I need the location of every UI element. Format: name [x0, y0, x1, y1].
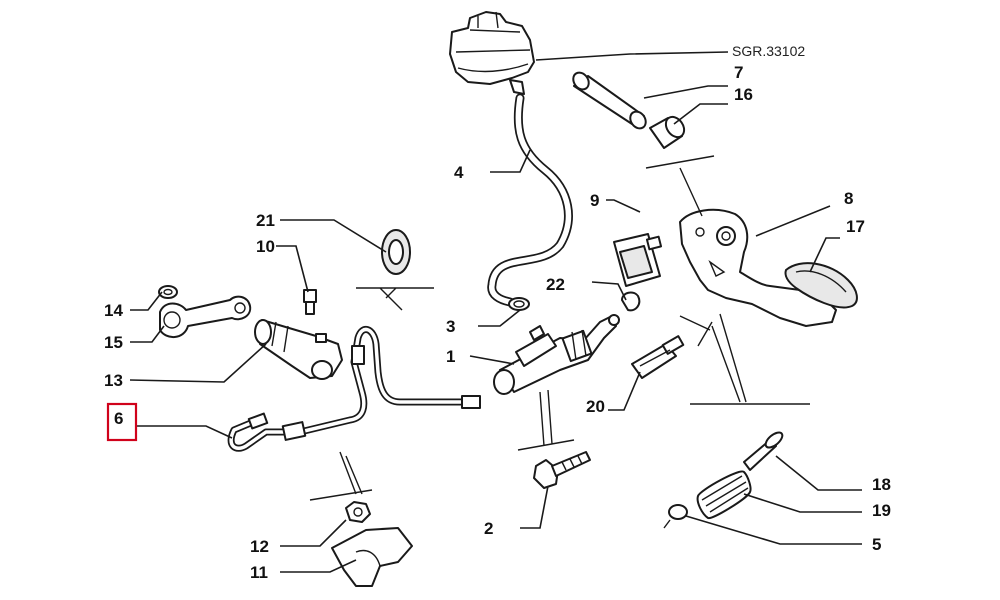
clutch-slave-cylinder [254, 319, 343, 380]
spring-seat [663, 504, 688, 529]
callout-18: 18 [872, 475, 891, 494]
leader-lines [129, 51, 862, 573]
callout-21: 21 [256, 211, 275, 230]
hose-clamp [508, 297, 530, 311]
pipe-clip [331, 527, 413, 587]
reservoir-hose [487, 93, 573, 307]
callout-14: 14 [104, 301, 123, 320]
callout-6: 6 [114, 409, 123, 428]
callout-1: 1 [446, 347, 455, 366]
callout-10: 10 [256, 237, 275, 256]
callout-11: 11 [250, 563, 268, 582]
callout-13: 13 [104, 371, 123, 390]
callout-20: 20 [586, 397, 605, 416]
callout-2: 2 [484, 519, 493, 538]
mounting-bolt [533, 451, 591, 489]
rubber-sleeve [572, 71, 647, 130]
callout-16: 16 [734, 85, 753, 104]
hydraulic-pipe [227, 326, 481, 452]
hex-nut [345, 501, 371, 523]
pedal-pad [784, 262, 858, 309]
callout-8: 8 [844, 189, 853, 208]
callout-4: 4 [454, 163, 464, 182]
callout-7: 7 [734, 63, 743, 82]
callout-22: 22 [546, 275, 565, 294]
fluid-reservoir [449, 11, 535, 95]
bolt [303, 289, 317, 315]
pedal-switch-bracket [613, 233, 663, 287]
clutch-master-cylinder [493, 314, 620, 395]
rubber-grommet [381, 229, 411, 275]
washer [158, 285, 178, 299]
callout-19: 19 [872, 501, 891, 520]
callout-12: 12 [250, 537, 269, 556]
callout-17: 17 [846, 217, 865, 236]
return-spring [696, 470, 752, 520]
bushing [649, 115, 686, 149]
callout-3: 3 [446, 317, 455, 336]
break-markers [309, 155, 810, 501]
drawing-reference: SGR.33102 [732, 43, 805, 59]
slave-cylinder-bracket [159, 295, 252, 338]
dust-cap [621, 291, 641, 312]
pedal-switch [631, 335, 685, 379]
callout-5: 5 [872, 535, 881, 554]
pivot-pin [743, 431, 784, 471]
callout-15: 15 [104, 333, 123, 352]
callout-labels: 1 2 3 4 5 6 7 8 9 10 11 12 13 14 15 16 1… [104, 63, 891, 582]
callout-9: 9 [590, 191, 599, 210]
clutch-pedal [679, 208, 837, 327]
selected-part-highlight [106, 402, 138, 442]
